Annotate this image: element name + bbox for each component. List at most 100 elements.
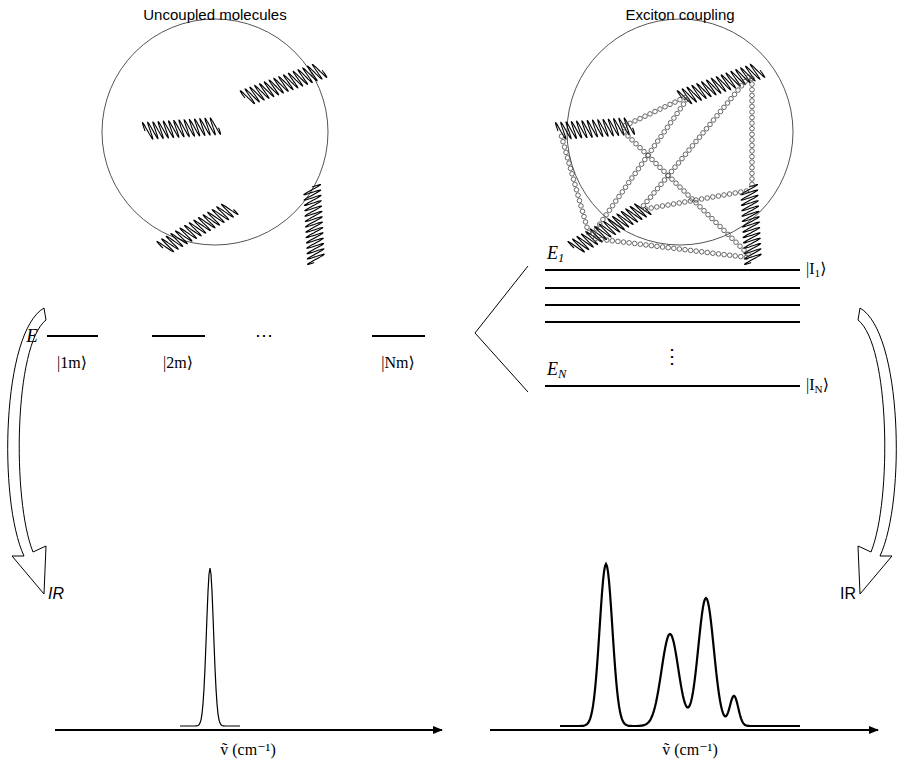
chain-link — [675, 111, 680, 116]
chain-link — [614, 199, 619, 204]
chain-link — [623, 185, 628, 190]
chain-link — [666, 173, 671, 178]
chain-link — [567, 161, 572, 166]
chain-link — [680, 156, 685, 161]
chain-link — [711, 195, 716, 200]
chain-link — [744, 189, 749, 194]
chain-link — [593, 236, 598, 241]
chain-link — [669, 169, 674, 174]
chain-link — [688, 199, 693, 204]
ellipsis: ⋮ — [662, 345, 682, 367]
chain-link — [652, 143, 657, 148]
chain-link — [582, 214, 587, 219]
chain-link — [672, 116, 677, 121]
chain-link — [570, 172, 575, 177]
chain-link — [711, 251, 716, 256]
chain-link — [666, 174, 671, 179]
chain-link — [750, 99, 755, 104]
energy-levels — [47, 270, 800, 386]
chain-link — [649, 243, 654, 248]
chain-link — [733, 254, 738, 259]
chain-link — [633, 171, 638, 176]
chain-link — [610, 203, 615, 208]
chain-link — [750, 143, 755, 148]
chain-link — [655, 139, 660, 144]
method-label: IR — [48, 585, 64, 603]
chain-link — [678, 185, 683, 190]
chain-link — [601, 217, 606, 222]
chain-link — [649, 148, 654, 153]
chain-link — [694, 198, 699, 203]
chain-link — [750, 154, 755, 159]
chain-link — [718, 109, 723, 114]
chain-link — [594, 227, 599, 232]
ir-spectra — [180, 564, 800, 726]
panel-title: Uncoupled molecules — [143, 7, 286, 24]
chain-link — [750, 165, 755, 170]
chain-link — [599, 237, 604, 242]
chain-link — [672, 246, 677, 251]
chain-link — [645, 199, 650, 204]
chain-link — [662, 169, 667, 174]
chain-link — [579, 204, 584, 209]
chain-link — [564, 150, 569, 155]
chain-link — [732, 92, 737, 97]
molecule-coil — [157, 204, 238, 251]
chain-link — [634, 142, 639, 147]
ellipsis: ⋯ — [255, 326, 273, 346]
chain-link — [670, 177, 675, 182]
chain-link — [716, 252, 721, 257]
chain-link — [677, 247, 682, 252]
state-label: |2m⟩ — [163, 354, 193, 372]
chain-link — [659, 182, 664, 187]
chain-link — [668, 120, 673, 125]
chain-link — [574, 188, 579, 193]
chain-link — [739, 254, 744, 259]
chain-link — [750, 132, 755, 137]
chain-link — [750, 82, 755, 87]
chain-link — [562, 145, 567, 150]
chain-link — [632, 241, 637, 246]
chain-link — [568, 166, 573, 171]
chain-link — [666, 245, 671, 250]
chain-link — [722, 193, 727, 198]
chain-link — [750, 121, 755, 126]
chain-link — [641, 203, 646, 208]
chain-link — [605, 238, 610, 243]
chain-link — [727, 192, 732, 197]
chain-link — [733, 191, 738, 196]
chain-link — [591, 231, 596, 236]
chain-link — [638, 242, 643, 247]
chain-link — [654, 161, 659, 166]
chain-link — [655, 205, 660, 210]
chain-link — [750, 171, 755, 176]
chain-link — [648, 112, 653, 117]
chain-link — [565, 156, 570, 161]
chain-link — [616, 239, 621, 244]
chain-link — [681, 102, 686, 107]
molecule-coils — [143, 64, 765, 264]
chain-link — [674, 181, 679, 186]
chain-link — [643, 157, 648, 162]
chain-link — [715, 114, 720, 119]
chain-link — [662, 178, 667, 183]
wavenumber-axis — [490, 729, 878, 731]
chain-link — [746, 75, 751, 80]
chain-link — [750, 93, 755, 98]
chain-link — [666, 203, 671, 208]
chain-link — [660, 245, 665, 250]
chain-link — [705, 196, 710, 201]
chain-link — [630, 176, 635, 181]
chain-link — [739, 190, 744, 195]
chain-link — [702, 208, 707, 213]
chain-link — [750, 126, 755, 131]
chain-link — [571, 177, 576, 182]
state-label: |Nm⟩ — [381, 354, 414, 372]
chain-link — [694, 139, 699, 144]
chain-link — [638, 145, 643, 150]
molecule-coil — [568, 204, 651, 252]
chain-link — [676, 161, 681, 166]
energy-label: EN — [547, 360, 566, 382]
chain-link — [658, 107, 663, 112]
